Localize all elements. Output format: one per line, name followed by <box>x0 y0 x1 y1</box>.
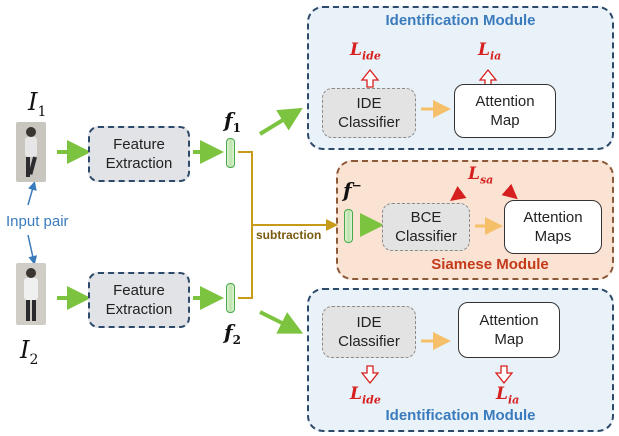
feature-vector-f2 <box>226 283 235 313</box>
ide-classifier-top: IDE Classifier <box>322 88 416 138</box>
attention-map-top: Attention Map <box>454 84 556 138</box>
input-image-1 <box>16 122 46 182</box>
loss-arrow-ia-top <box>478 68 498 88</box>
attention-maps: Attention Maps <box>504 200 602 254</box>
loss-arrow-ide-top <box>360 68 380 88</box>
image-label-2: I2 <box>20 336 39 368</box>
feature-vector-f1 <box>226 138 235 168</box>
attention-map-bottom: Attention Map <box>458 302 560 358</box>
feature-vector-fminus <box>344 209 353 243</box>
feature-extraction-bottom: Feature Extraction <box>88 272 190 328</box>
loss-ide-top: Lide <box>350 40 381 63</box>
ide-classifier-bottom: IDE Classifier <box>322 306 416 358</box>
bce-classifier: BCE Classifier <box>382 203 470 251</box>
subtraction-label: subtraction <box>256 228 322 242</box>
feature-label-f2: f2 <box>224 320 241 347</box>
feature-label-f1: f1 <box>224 108 241 135</box>
loss-sa: Lsa <box>468 164 494 187</box>
loss-ia-bottom: Lia <box>496 384 520 407</box>
loss-arrow-ia-bottom <box>494 365 514 385</box>
feature-label-fminus: f− <box>343 178 362 202</box>
person-silhouette-icon <box>16 122 46 182</box>
siamese-module-title: Siamese Module <box>431 256 549 273</box>
person-silhouette-icon <box>16 263 46 325</box>
subtraction-bracket <box>238 151 253 299</box>
arrow-lsa-left <box>450 186 467 201</box>
arrow-lsa-right <box>501 183 518 200</box>
loss-arrow-ide-bottom <box>360 365 380 385</box>
arrow-f2-to-ide-bottom <box>259 310 304 334</box>
identification-module-title: Identification Module <box>385 12 536 29</box>
input-pair-label: Input pair <box>6 213 69 230</box>
arrow-input-pair-down <box>27 234 38 265</box>
input-image-2 <box>16 263 46 325</box>
feature-extraction-top: Feature Extraction <box>88 126 190 182</box>
loss-ide-bottom: Lide <box>350 384 381 407</box>
identification-module-title: Identification Module <box>385 407 536 424</box>
arrow-f1-to-ide-top <box>258 107 303 136</box>
image-label-1: I1 <box>28 88 47 120</box>
arrow-input-pair-up <box>27 181 37 206</box>
loss-ia-top: Lia <box>478 40 502 63</box>
